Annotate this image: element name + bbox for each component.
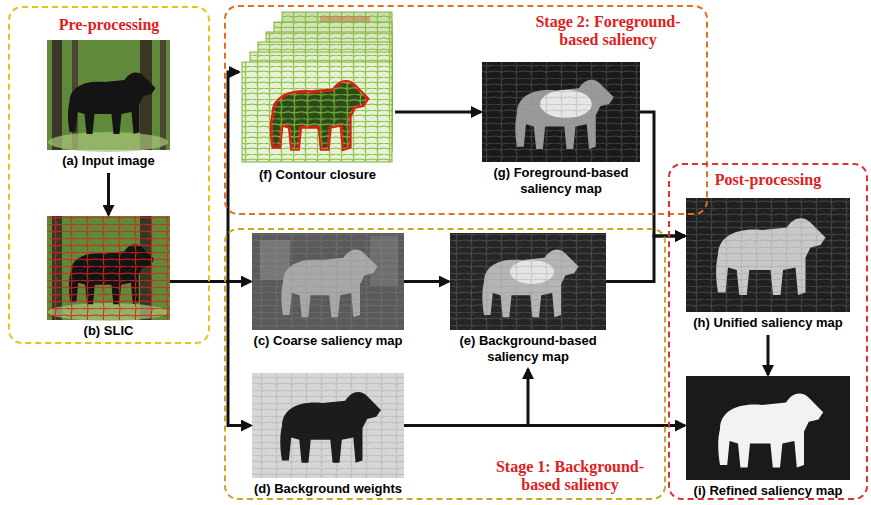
background-map <box>450 233 606 330</box>
flow-arrow <box>640 112 685 236</box>
flow-arrow <box>395 111 481 114</box>
flow-arrow <box>606 236 685 282</box>
foreground-map <box>482 62 640 162</box>
weights-map <box>252 373 404 478</box>
stage-title: Stage 1: Background-based saliency <box>480 458 660 494</box>
image-caption: (f) Contour closure <box>225 167 410 183</box>
image-panel: (h) Unified saliency map <box>686 198 850 333</box>
stage-title: Post-processing <box>670 171 866 189</box>
contour-frames <box>242 12 392 162</box>
image-caption: (a) Input image <box>32 153 185 169</box>
image-caption: (c) Coarse saliency map <box>237 333 419 349</box>
image-panel: (a) Input image <box>47 40 170 171</box>
image-panel: (c) Coarse saliency map <box>252 233 404 351</box>
slic-photo <box>47 216 170 321</box>
stage-group: Stage 1: Background-based saliency (c) Co… <box>224 228 666 500</box>
stage-title: Pre-processing <box>10 16 208 34</box>
image-panel: (g) Foreground-based saliency map <box>482 62 640 199</box>
image-panel: (i) Refined saliency map <box>686 376 850 501</box>
flow-arrow <box>404 280 449 283</box>
flow-arrow <box>404 369 528 426</box>
image-caption: (b) SLIC <box>32 323 185 339</box>
image-panel: (e) Background-based saliency map <box>450 233 606 367</box>
flow-arrow <box>767 335 770 375</box>
flow-arrow <box>170 72 239 282</box>
stage-group: Post-processing(h) Unified saliency map(… <box>668 163 868 500</box>
image-panel: (b) SLIC <box>47 216 170 341</box>
input-photo <box>47 40 170 152</box>
unified-map <box>686 198 850 312</box>
refined-map <box>686 376 850 480</box>
image-caption: (h) Unified saliency map <box>671 315 865 331</box>
stage-group: Pre-processing (a) Input image (b) SLIC <box>8 6 210 344</box>
stage-group: Stage 2: Foreground-based saliency (f) Co… <box>224 5 708 215</box>
coarse-map <box>252 233 404 330</box>
image-caption: (d) Background weights <box>237 481 419 497</box>
image-caption: (i) Refined saliency map <box>671 483 865 499</box>
image-panel: (f) Contour closure <box>240 12 395 185</box>
flow-arrow <box>170 282 251 426</box>
stage-title: Stage 2: Foreground-based saliency <box>518 13 698 49</box>
image-panel: (d) Background weights <box>252 373 404 499</box>
flow-arrow <box>107 173 110 215</box>
image-caption: (g) Foreground-based saliency map <box>467 165 655 197</box>
image-caption: (e) Background-based saliency map <box>435 333 621 365</box>
flow-arrow <box>404 424 685 427</box>
